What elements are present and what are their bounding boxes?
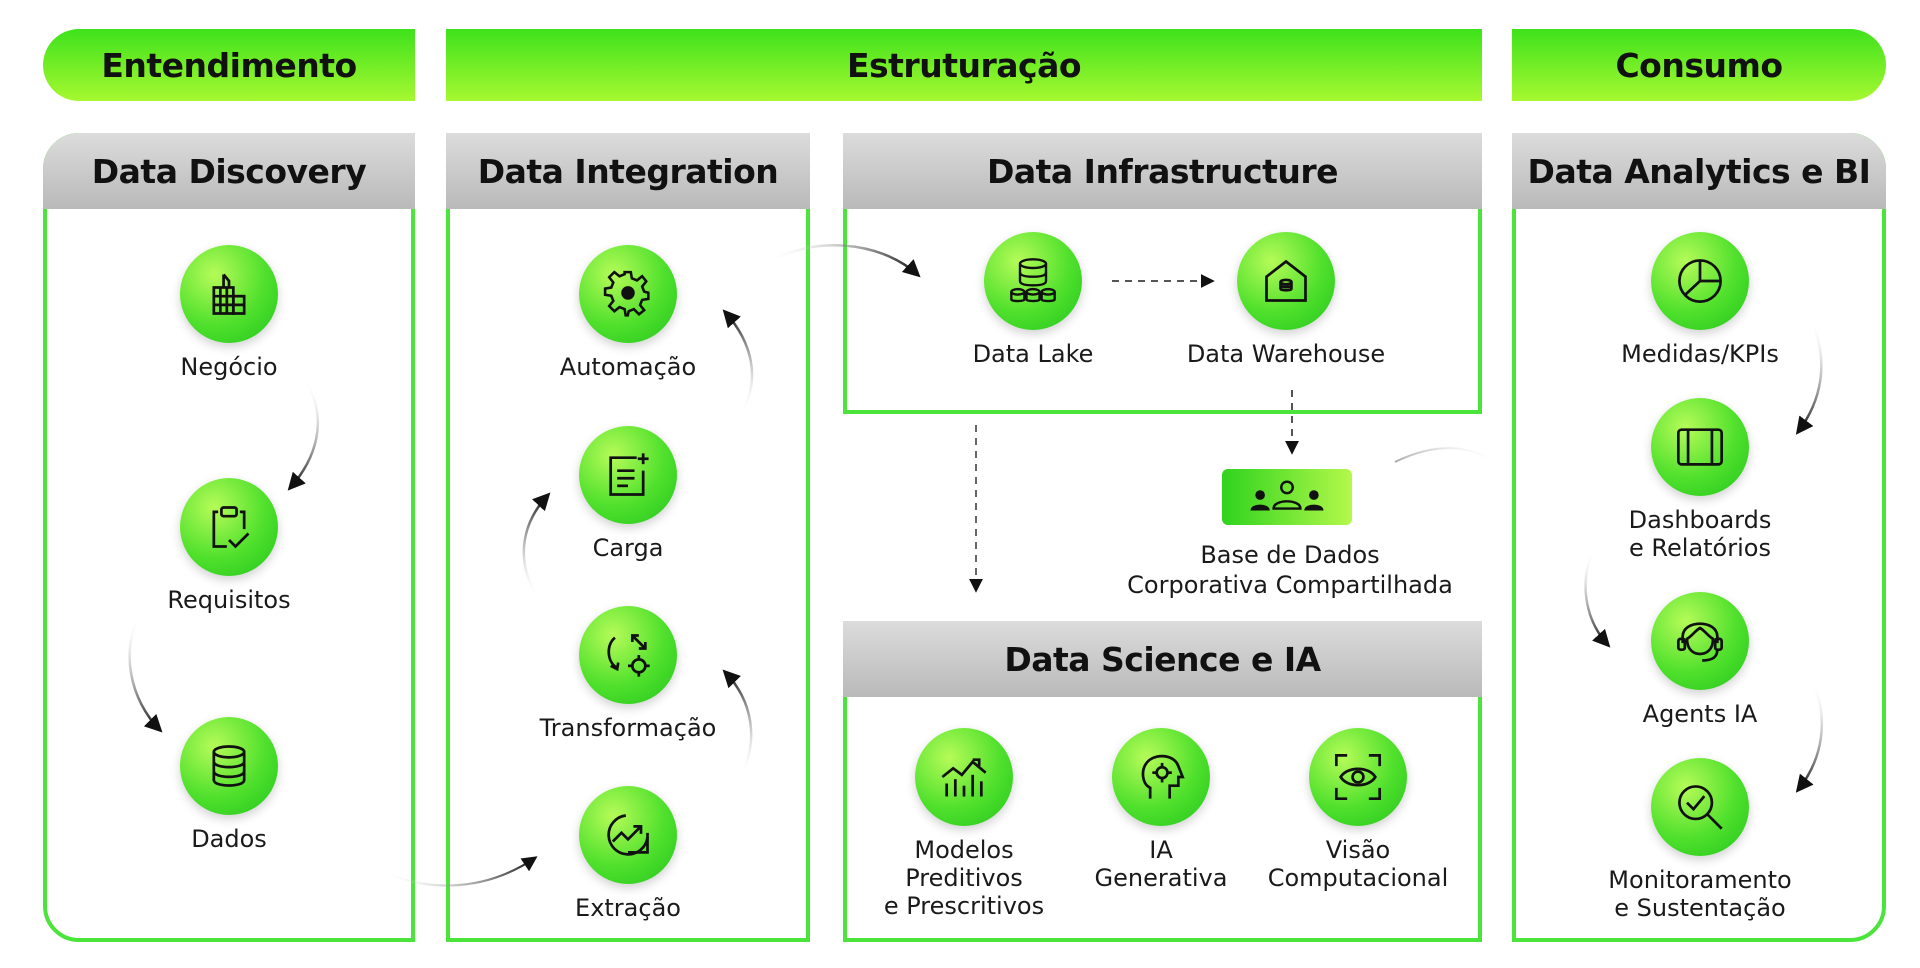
label-transformacao: Transformação (539, 714, 717, 742)
node-transformacao: Transformação (508, 606, 748, 742)
warehouse-icon (1265, 259, 1307, 302)
panel-title-data-integration: Data Integration (446, 133, 810, 209)
eye-scan-icon (1334, 753, 1382, 801)
label-modelos: Modelos Preditivos e Prescritivos (883, 836, 1045, 920)
label-negocio: Negócio (180, 353, 278, 381)
magnifier-check-icon (1678, 785, 1723, 830)
phase-estruturacao: Estruturação (446, 29, 1482, 101)
label-data-warehouse: Data Warehouse (1186, 340, 1386, 368)
shared-db-chip (1222, 469, 1352, 525)
node-modelos: Modelos Preditivos e Prescritivos (844, 728, 1084, 920)
phase-entendimento: Entendimento (43, 29, 415, 101)
label-ia-generativa: IA Generativa (1094, 836, 1228, 892)
node-data-lake: Data Lake (913, 232, 1153, 368)
node-negocio: Negócio (109, 245, 349, 381)
label-dashboards: Dashboards e Relatórios (1628, 506, 1772, 562)
label-shared-db: Base de Dados Corporativa Compartilhada (1127, 541, 1453, 599)
data-lake-icon (1010, 258, 1056, 303)
panel-title-data-infrastructure: Data Infrastructure (843, 133, 1482, 209)
transform-icon (607, 634, 650, 677)
gear-icon (603, 270, 650, 317)
node-visao-computacional: Visão Computacional (1238, 728, 1478, 892)
dashboard-icon (1676, 428, 1724, 466)
panel-title-data-analytics: Data Analytics e BI (1512, 133, 1886, 209)
chart-up-icon (607, 814, 649, 856)
node-dashboards: Dashboards e Relatórios (1580, 398, 1820, 562)
label-dados: Dados (191, 825, 267, 853)
label-medidas-kpis: Medidas/KPIs (1621, 340, 1779, 368)
panel-data-infrastructure: Data Infrastructure (843, 133, 1482, 414)
panel-title-data-discovery: Data Discovery (43, 133, 415, 209)
node-agents-ia: Agents IA (1580, 592, 1820, 728)
node-data-warehouse: Data Warehouse (1166, 232, 1406, 368)
node-medidas-kpis: Medidas/KPIs (1580, 232, 1820, 368)
node-carga: Carga (508, 426, 748, 562)
phase-consumo: Consumo (1512, 29, 1886, 101)
ai-head-icon (1141, 754, 1185, 799)
node-monitoramento: Monitoramento e Sustentação (1580, 758, 1820, 922)
database-icon (212, 745, 246, 787)
node-extracao: Extração (508, 786, 748, 922)
building-icon (212, 273, 246, 315)
headset-agent-icon (1676, 622, 1724, 662)
document-add-icon (609, 453, 649, 496)
label-visao-computacional: Visão Computacional (1267, 836, 1449, 892)
label-automacao: Automação (559, 353, 697, 381)
node-requisitos: Requisitos (109, 478, 349, 614)
people-icon (1250, 480, 1324, 511)
label-agents-ia: Agents IA (1642, 700, 1758, 728)
label-carga: Carga (592, 534, 664, 562)
label-data-lake: Data Lake (972, 340, 1094, 368)
pie-chart-icon (1678, 259, 1722, 303)
label-requisitos: Requisitos (167, 586, 291, 614)
label-monitoramento: Monitoramento e Sustentação (1608, 866, 1792, 922)
arrow-shared-analytics (1394, 447, 1503, 469)
node-automacao: Automação (508, 245, 748, 381)
panel-title-data-science: Data Science e IA (843, 621, 1482, 697)
node-dados: Dados (109, 717, 349, 853)
line-bar-chart-icon (941, 758, 987, 797)
clipboard-check-icon (212, 506, 250, 549)
label-extracao: Extração (575, 894, 681, 922)
node-ia-generativa: IA Generativa (1041, 728, 1281, 892)
